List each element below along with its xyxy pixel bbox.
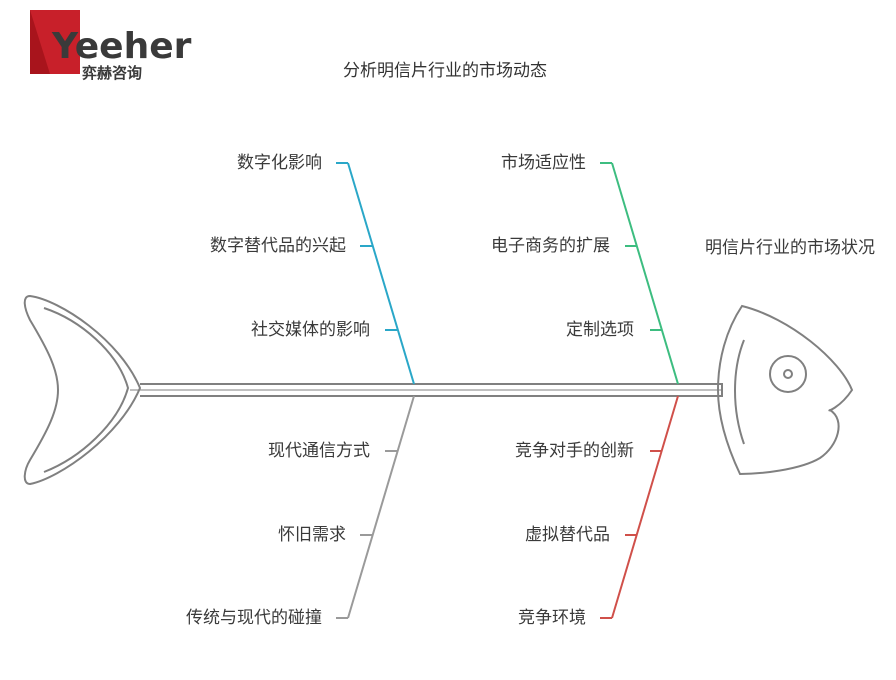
cause-label: 电子商务的扩展 bbox=[491, 236, 610, 256]
cause-label: 数字替代品的兴起 bbox=[210, 236, 346, 256]
fish-eye bbox=[769, 355, 807, 393]
logo-brand: Yeeher bbox=[51, 26, 192, 67]
bone-bottom-left bbox=[347, 395, 415, 619]
cause-label: 虚拟替代品 bbox=[525, 525, 610, 545]
diagram-title: 分析明信片行业的市场动态 bbox=[343, 61, 547, 81]
effect-label: 明信片行业的市场状况 bbox=[705, 238, 875, 258]
fish-tail bbox=[23, 294, 142, 486]
cause-label: 定制选项 bbox=[566, 320, 634, 340]
cause-label: 市场适应性 bbox=[501, 153, 586, 173]
cause-label: 社交媒体的影响 bbox=[251, 320, 370, 340]
fish-head bbox=[716, 304, 854, 476]
yeeher-logo: Yeeher 弈赫咨询 bbox=[30, 10, 192, 82]
bone-top-left bbox=[347, 162, 415, 385]
cause-label: 竞争对手的创新 bbox=[515, 441, 634, 461]
cause-label: 数字化影响 bbox=[237, 153, 322, 173]
cause-label: 传统与现代的碰撞 bbox=[186, 608, 322, 628]
cause-label: 现代通信方式 bbox=[268, 441, 370, 461]
bone-bottom-right bbox=[611, 395, 679, 619]
cause-label: 怀旧需求 bbox=[278, 525, 346, 545]
logo-subtitle: 弈赫咨询 bbox=[82, 64, 142, 82]
bone-top-right bbox=[611, 162, 679, 385]
cause-label: 竞争环境 bbox=[518, 608, 586, 628]
